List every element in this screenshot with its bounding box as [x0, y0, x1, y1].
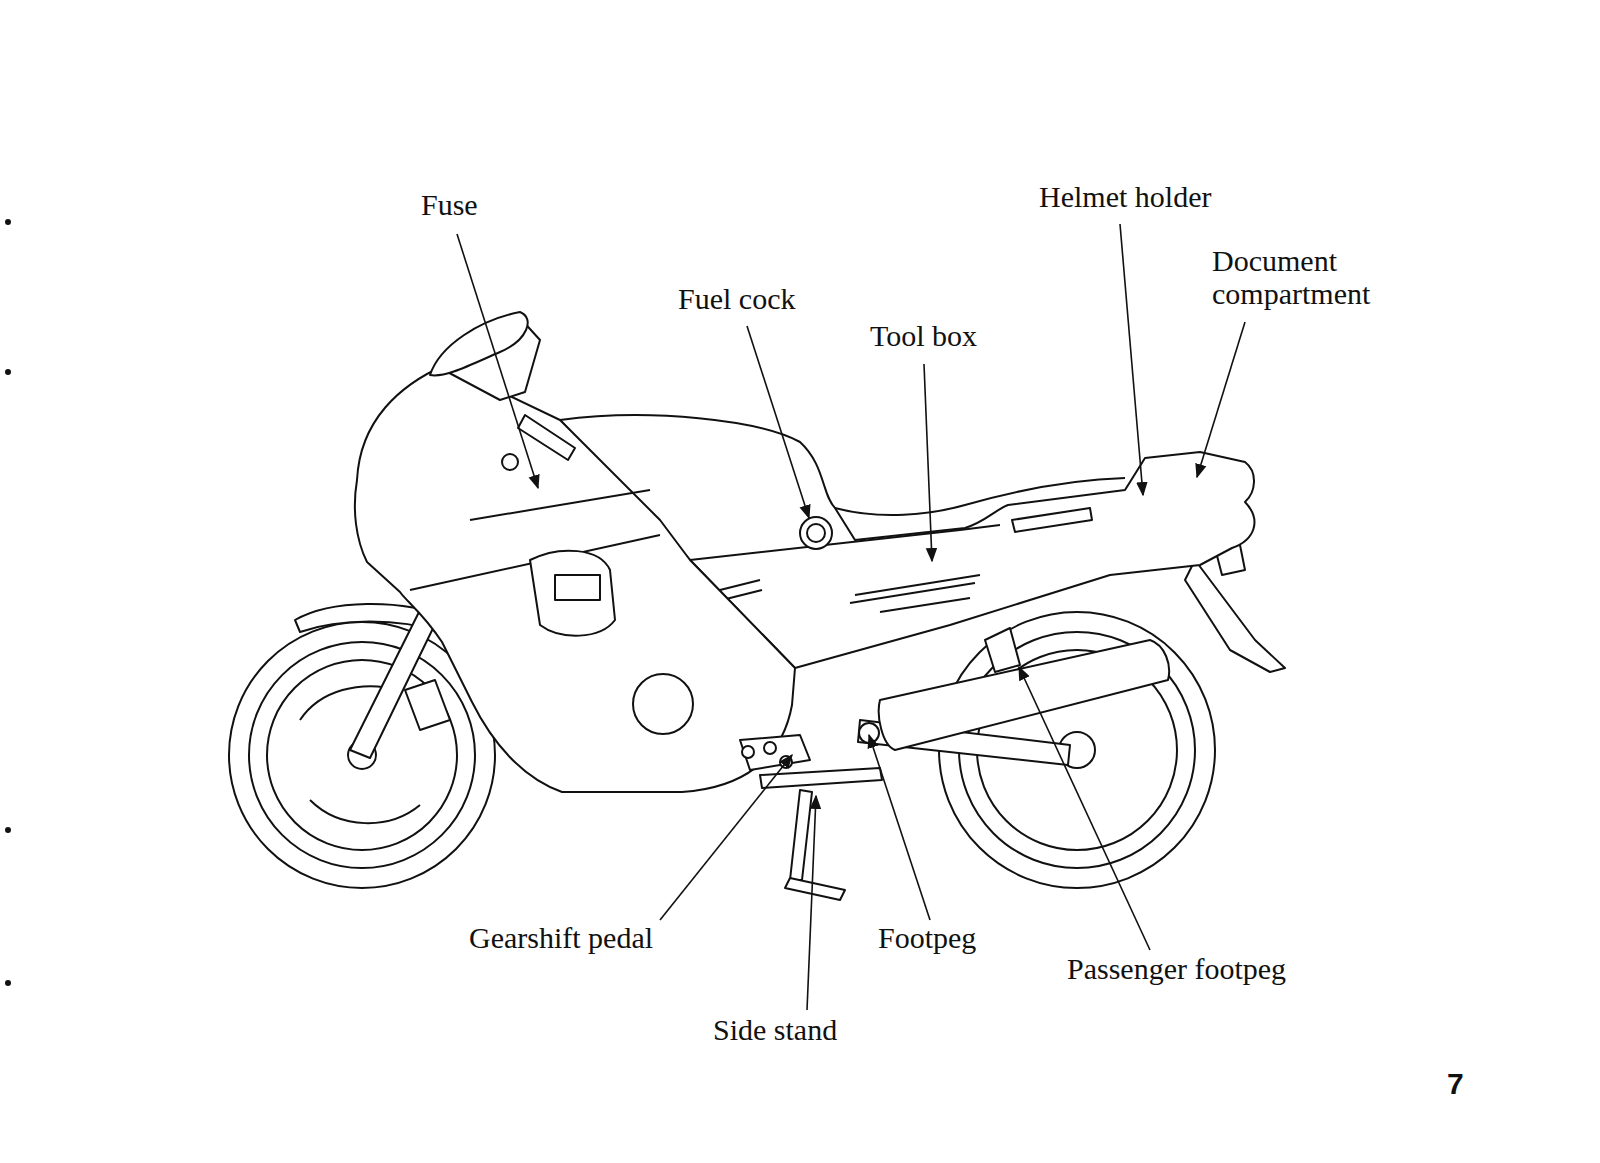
- part-label: Fuel cock: [678, 282, 795, 315]
- leader-lines: [457, 224, 1245, 1010]
- part-label: Side stand: [713, 1013, 837, 1046]
- part-label: Footpeg: [878, 921, 976, 954]
- part-label: Helmet holder: [1039, 180, 1211, 213]
- edge-dots: [5, 219, 11, 986]
- motorcycle-drawing: [229, 312, 1285, 900]
- page-number: 7: [1447, 1067, 1464, 1100]
- part-label: Fuse: [421, 188, 478, 221]
- part-label: Tool box: [870, 319, 977, 352]
- part-label: Passenger footpeg: [1067, 952, 1286, 985]
- part-label: Gearshift pedal: [469, 921, 653, 954]
- part-label: Document compartment: [1212, 244, 1412, 310]
